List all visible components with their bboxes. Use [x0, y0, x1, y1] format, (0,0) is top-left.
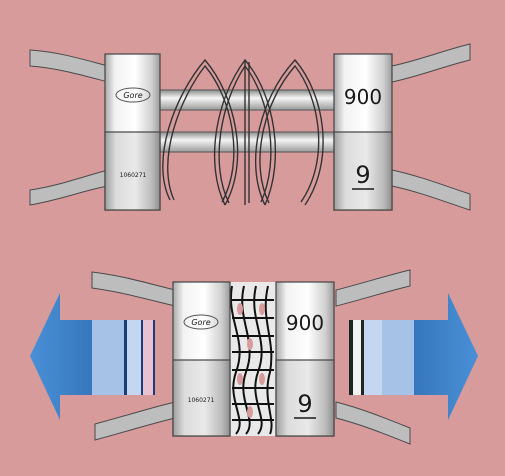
right-band-light-blue	[382, 320, 414, 395]
right-band-black-stripe-2	[361, 320, 364, 395]
left-band-light-blue	[92, 320, 124, 395]
top-logo-text: Gore	[123, 91, 142, 100]
top-left-clamp: Gore 1060271	[104, 53, 161, 211]
top-coil	[162, 58, 324, 206]
bottom-left-clamp: Gore 1060271	[172, 281, 231, 437]
bottom-left-cables	[91, 271, 176, 441]
top-right-clamp: 900 9	[333, 53, 393, 211]
bottom-size-number: 900	[286, 311, 324, 335]
top-device: Gore 1060271 900 9	[29, 43, 471, 211]
top-left-cables	[29, 49, 109, 206]
top-size-number: 900	[344, 85, 382, 109]
bottom-logo-oval	[183, 314, 219, 330]
left-band-pink	[143, 320, 153, 395]
bottom-logo-text: Gore	[191, 318, 210, 327]
right-band-pale-blue	[364, 320, 382, 395]
bottom-compressed-coil	[228, 282, 276, 436]
bottom-count-number: 9	[297, 390, 312, 418]
bottom-right-clamp: 900 9	[275, 281, 335, 437]
top-logo-oval	[115, 87, 151, 103]
bottom-device: Gore 1060271 900 9	[30, 269, 478, 445]
bottom-serial-text: 1060271	[188, 397, 215, 404]
top-right-cables	[391, 43, 471, 211]
top-serial-text: 1060271	[120, 172, 147, 179]
bottom-right-cables	[335, 269, 411, 445]
top-count-number: 9	[355, 161, 370, 189]
right-band-white	[353, 320, 361, 395]
left-band-pale-blue	[127, 320, 141, 395]
arrow-right-icon	[349, 293, 478, 420]
arrow-left-icon	[30, 293, 155, 420]
left-band-thin-stripe	[141, 320, 143, 395]
left-band-dark-stripe	[124, 320, 127, 395]
left-band-end-stripe	[153, 320, 155, 395]
right-band-black-stripe	[349, 320, 353, 395]
